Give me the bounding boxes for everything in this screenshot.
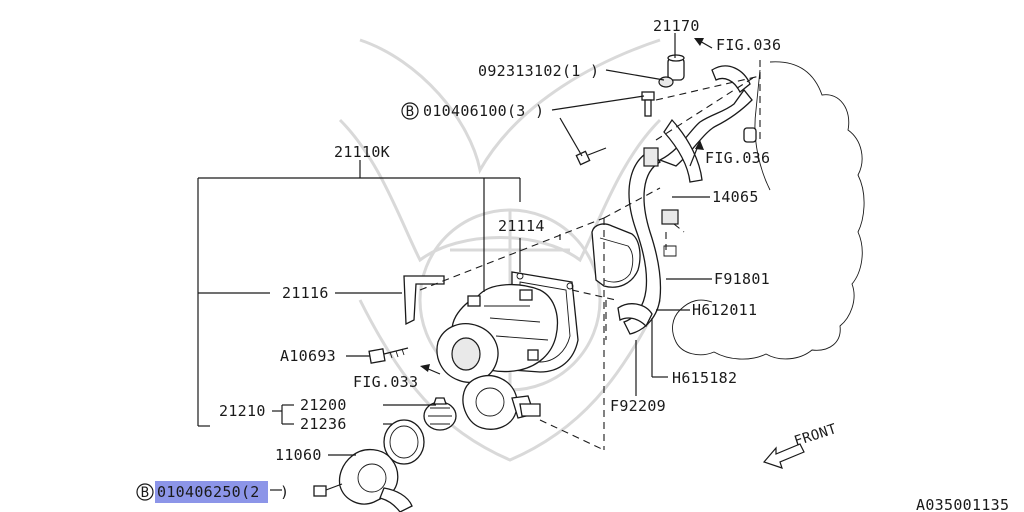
bolt-A10693 xyxy=(368,347,409,364)
label-010406250[interactable]: 010406250(2 xyxy=(157,483,260,501)
label-21200[interactable]: 21200 xyxy=(300,396,347,414)
fig036-top-arrow xyxy=(694,38,713,49)
front-arrow-icon xyxy=(762,443,805,469)
bolt-marker-letter: B xyxy=(141,485,150,501)
assembly-dashed-lines xyxy=(419,60,761,451)
label-092313102[interactable]: 092313102(1 ) xyxy=(478,62,599,80)
label-14065[interactable]: 14065 xyxy=(712,188,759,206)
label-A10693[interactable]: A10693 xyxy=(280,347,336,365)
bolt-marker-010406100: B xyxy=(401,102,419,120)
label-21170[interactable]: 21170 xyxy=(653,17,700,35)
label-H612011[interactable]: H612011 xyxy=(692,301,757,319)
bracket-21116 xyxy=(403,275,445,326)
label-21210[interactable]: 21210 xyxy=(219,402,266,420)
bolt-010406100-lower xyxy=(575,147,607,166)
coolant-pipe-14065 xyxy=(617,65,753,335)
engine-block-outline xyxy=(672,61,865,360)
label-010406250-qty-close: ) xyxy=(280,483,289,501)
label-21236[interactable]: 21236 xyxy=(300,415,347,433)
label-21110K[interactable]: 21110K xyxy=(334,143,390,161)
hose-clamp-092313102 xyxy=(658,76,674,88)
diagram-id: A035001135 xyxy=(916,496,1009,512)
pipe-clip xyxy=(661,209,679,225)
label-H615182[interactable]: H615182 xyxy=(672,369,737,387)
bolt-marker-010406250: B xyxy=(136,483,154,501)
label-fig036-top[interactable]: FIG.036 xyxy=(716,36,781,54)
part-highlight[interactable] xyxy=(155,481,268,503)
thermostat-21200 xyxy=(423,397,457,431)
plug-right xyxy=(743,127,757,143)
label-010406100[interactable]: 010406100(3 ) xyxy=(423,102,544,120)
label-11060[interactable]: 11060 xyxy=(275,446,322,464)
label-fig036-mid[interactable]: FIG.036 xyxy=(705,149,770,167)
fig036-mid-arrow xyxy=(689,140,704,167)
gasket-21236 xyxy=(383,419,425,465)
pipe-bracket xyxy=(643,147,659,167)
label-21114[interactable]: 21114 xyxy=(498,217,545,235)
bolt-marker-letter: B xyxy=(406,104,415,120)
bolt-010406250 xyxy=(313,483,343,497)
water-outlet-11060 xyxy=(338,449,413,512)
fig033-arrow xyxy=(420,364,441,375)
gasket-upper xyxy=(591,223,641,288)
leader-lines xyxy=(197,33,712,491)
label-F91801[interactable]: F91801 xyxy=(714,270,770,288)
label-F92209[interactable]: F92209 xyxy=(610,397,666,415)
part-labels: 21170 FIG.036 092313102(1 ) 010406100(3 … xyxy=(157,17,1009,512)
label-fig033[interactable]: FIG.033 xyxy=(353,373,418,391)
hose-cap-21170 xyxy=(667,54,685,81)
label-front: FRONT xyxy=(792,421,839,450)
thermostat-housing xyxy=(462,375,541,430)
label-21116[interactable]: 21116 xyxy=(282,284,329,302)
water-pump-body xyxy=(436,283,559,383)
